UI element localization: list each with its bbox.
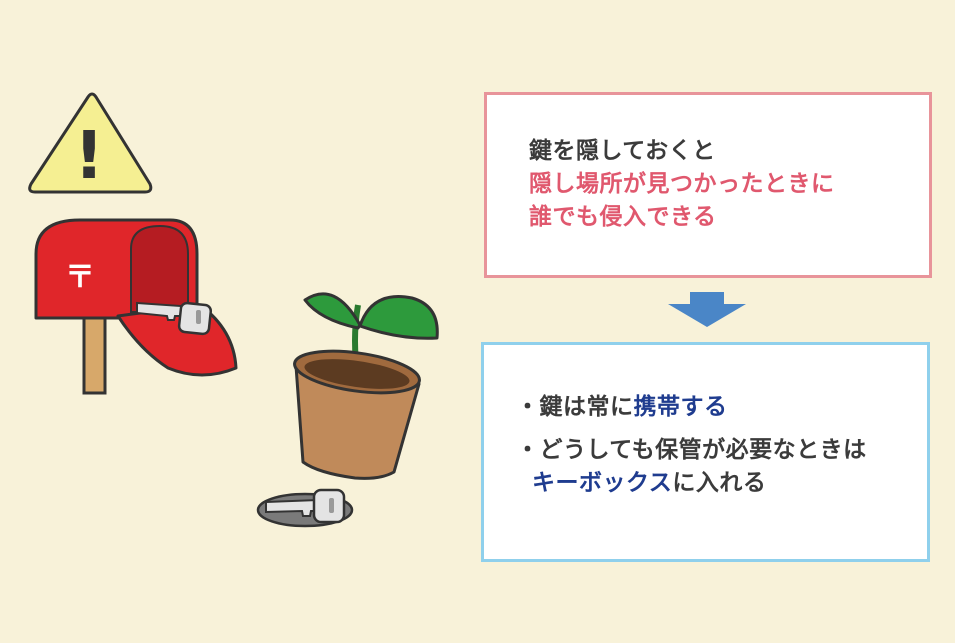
- solution-item-1-highlight: 携帯する: [633, 394, 728, 420]
- warning-glyph: !: [74, 117, 104, 194]
- solution-item-2-highlight: キーボックス: [532, 470, 673, 496]
- solution-item-2-text: ・どうしても保管が必要なときは: [516, 437, 867, 463]
- mailbox-icon: 〒: [34, 218, 238, 395]
- plant-pot-icon: [293, 292, 439, 480]
- warning-icon: !: [28, 92, 153, 194]
- solution-item-2-suffix: に入れる: [672, 470, 767, 496]
- solution-box: ・鍵は常に携帯する ・どうしても保管が必要なときは キーボックスに入れる: [481, 342, 930, 562]
- problem-line-2: 隠し場所が見つかったときに: [529, 171, 835, 197]
- postal-mark-icon: 〒: [65, 260, 95, 295]
- solution-item-1: ・鍵は常に携帯する: [516, 391, 927, 424]
- problem-box: 鍵を隠しておくと 隠し場所が見つかったときに 誰でも侵入できる: [484, 92, 932, 278]
- down-arrow-icon: [668, 292, 746, 327]
- problem-line-3: 誰でも侵入できる: [529, 204, 717, 230]
- problem-line-1: 鍵を隠しておくと: [529, 138, 716, 164]
- key-icon: [136, 301, 213, 336]
- hidden-key-icon: [256, 488, 354, 528]
- solution-item-2-continued: キーボックスに入れる: [516, 467, 927, 500]
- solution-item-2: ・どうしても保管が必要なときは: [516, 434, 927, 467]
- solution-item-1-text: ・鍵は常に: [516, 394, 634, 420]
